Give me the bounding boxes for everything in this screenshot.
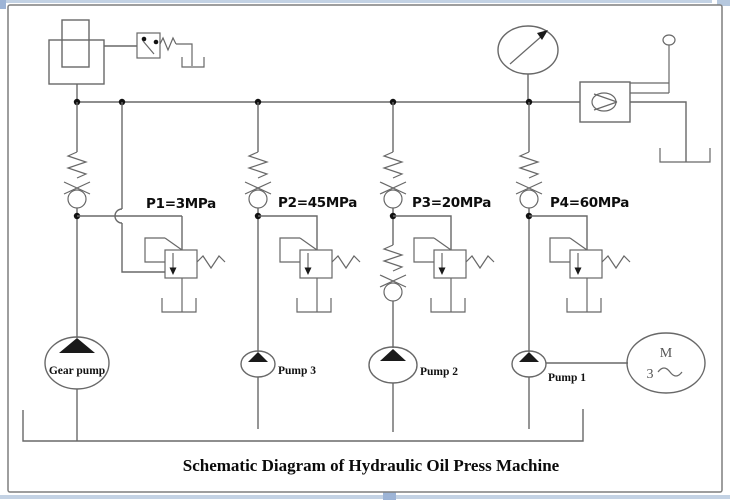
column-gear-pump — [44, 102, 226, 441]
switch-contact-dot — [153, 39, 159, 45]
relief-branch — [258, 215, 318, 250]
resize-handle-top-right[interactable] — [717, 0, 730, 6]
pump-flow-triangle — [380, 349, 406, 361]
switch-contact-dot — [141, 36, 147, 42]
reservoir-trough — [22, 409, 584, 442]
gauge-needle — [509, 34, 544, 65]
pressure-label-p2: P2=45MPa — [278, 195, 357, 211]
motor-phase: 3 — [647, 367, 654, 382]
pump1-label: Pump 1 — [548, 372, 586, 384]
pump-flow-triangle — [59, 338, 95, 353]
cylinder-ram — [61, 19, 90, 68]
ac-waveform-icon — [657, 367, 683, 377]
switch-lever — [142, 40, 155, 55]
valve-arrow — [593, 93, 618, 103]
pump-flow-triangle — [519, 352, 539, 362]
pressure-label-p4: P4=60MPa — [550, 195, 629, 211]
spring-icon — [159, 36, 177, 52]
motor-icon — [626, 332, 706, 394]
motor-letter: M — [660, 346, 673, 361]
valve-arrow — [593, 101, 618, 111]
tank-icon — [181, 57, 205, 68]
diagram-border — [7, 4, 723, 493]
press-cylinder — [48, 19, 137, 102]
gear-pump-label: Gear pump — [49, 365, 105, 377]
drain-line — [630, 101, 687, 162]
manual-shutoff-valve — [579, 34, 711, 163]
line-crossover-hop — [114, 208, 123, 224]
relief-branch — [393, 215, 452, 250]
handle-knob — [662, 34, 676, 46]
resize-handle-bottom-center[interactable] — [383, 491, 396, 500]
pressure-label-p1: P1=3MPa — [146, 196, 216, 212]
pump-flow-triangle — [248, 352, 268, 362]
resize-handle-top-left[interactable] — [0, 0, 6, 9]
remote-pilot-line — [121, 223, 165, 273]
pressure-switch — [136, 32, 205, 68]
pump3-label: Pump 3 — [278, 365, 316, 377]
pressure-label-p3: P3=20MPa — [412, 195, 491, 211]
diagram-title: Schematic Diagram of Hydraulic Oil Press… — [183, 456, 560, 475]
column-pump1 — [511, 102, 706, 429]
gauge-needle-tip — [537, 30, 548, 40]
column-pump2 — [368, 102, 495, 432]
switch-drain-line — [176, 43, 193, 66]
switch-box — [136, 32, 161, 59]
oil-reservoir — [22, 409, 584, 442]
column-pump3 — [240, 102, 361, 429]
relief-branch — [529, 215, 588, 250]
tank-icon — [659, 148, 711, 163]
pressure-gauge — [497, 25, 559, 102]
selection-edge-top — [0, 0, 712, 3]
selection-edge-bottom — [0, 495, 730, 499]
pump2-label: Pump 2 — [420, 366, 458, 378]
